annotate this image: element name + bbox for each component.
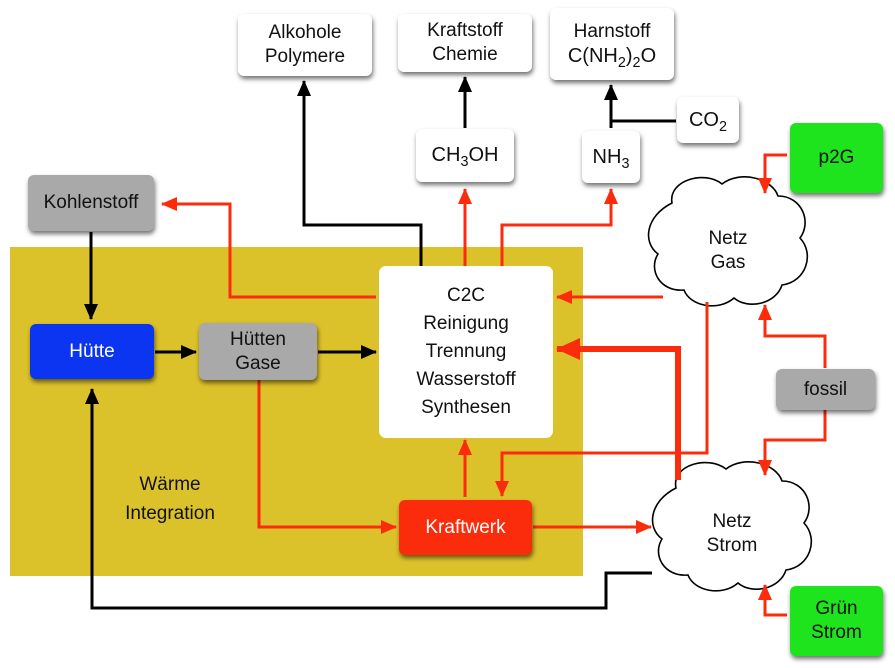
arrow-netz-gas-to-kraftwerk (495, 302, 709, 497)
red-arrows (161, 153, 827, 617)
kraftstoff-line-2: Chemie (432, 44, 498, 65)
alkohole-line-1: Alkohole (268, 22, 342, 43)
arrow-fossil-to-netz-strom (758, 410, 827, 476)
kohlenstoff-box: Kohlenstoff (28, 175, 154, 231)
huette-box: Hütte (30, 324, 154, 379)
arrow-c2c-to-nh3 (500, 188, 618, 267)
arrow-huetten-gase-to-kraftwerk (257, 380, 397, 534)
alkohole-line-2: Polymere (264, 46, 346, 67)
arrow-netz-strom-to-huette (85, 388, 652, 610)
kraftwerk-box: Kraftwerk (399, 500, 532, 555)
huetten-gase-line-1: Hütten (230, 328, 286, 350)
huette-label: Hütte (69, 340, 115, 362)
c2c-line-3: Trennung (425, 341, 507, 362)
fossil-label: fossil (803, 378, 848, 400)
netz-strom-line-1: Netz (712, 511, 752, 532)
netz-gas-label: Netz Gas (680, 221, 776, 281)
waerme-line-2: Integration (125, 503, 215, 524)
kohlenstoff-label: Kohlenstoff (43, 192, 139, 213)
black-arrows (84, 76, 676, 610)
p2g-label: p2G (818, 147, 855, 168)
c2c-line-2: Reinigung (423, 313, 509, 334)
nh3-box: NH3 (582, 131, 640, 183)
c2c-line-5: Synthesen (421, 397, 511, 418)
gruen-strom-box: Grün Strom (790, 586, 883, 656)
c2c-line-1: C2C (446, 285, 485, 306)
co2-label: CO2 (688, 108, 727, 135)
arrow-c2c-to-kohlenstoff (161, 197, 376, 299)
ch3oh-label: CH3OH (431, 144, 499, 171)
kraftstoff-line-1: Kraftstoff (427, 20, 503, 41)
kraftwerk-label: Kraftwerk (425, 516, 506, 538)
arrow-p2g-to-netz-gas (758, 153, 787, 194)
arrow-gruen-strom-to-netz-strom (758, 584, 787, 617)
ch3oh-box: CH3OH (416, 129, 514, 182)
netz-gas-cloud (647, 176, 809, 307)
nh3-label: NH3 (592, 145, 630, 172)
arrow-c2c-to-alkohole (297, 80, 423, 270)
netz-strom-line-2: Strom (706, 535, 758, 556)
p2g-box: p2G (790, 123, 883, 193)
arrow-netz-strom-to-c2c (556, 338, 681, 480)
c2c-box: C2C Reinigung Trennung Wasserstoff Synth… (379, 266, 553, 438)
fossil-box: fossil (776, 369, 875, 410)
netz-gas-line-1: Netz (708, 228, 748, 249)
gruen-strom-line-2: Strom (811, 622, 862, 643)
harnstoff-box: Harnstoff C(NH2)2O (550, 8, 674, 80)
co2-box: CO2 (677, 97, 739, 143)
harnstoff-formula: C(NH2)2O (567, 45, 657, 72)
gruen-strom-line-1: Grün (815, 598, 858, 619)
c2c-line-4: Wasserstoff (416, 369, 516, 390)
harnstoff-line-1: Harnstoff (573, 21, 651, 42)
waerme-integration-label: Wärme Integration (100, 470, 240, 528)
kraftstoff-chemie-box: Kraftstoff Chemie (398, 14, 532, 72)
alkohole-polymere-box: Alkohole Polymere (238, 14, 372, 76)
waerme-line-1: Wärme (139, 474, 201, 495)
huetten-gase-box: Hütten Gase (199, 323, 317, 380)
netz-gas-line-2: Gas (710, 252, 746, 273)
netz-strom-cloud (651, 461, 813, 592)
netz-strom-label: Netz Strom (684, 504, 780, 564)
huetten-gase-line-2: Gase (235, 352, 281, 374)
arrow-fossil-to-netz-gas (758, 304, 827, 368)
